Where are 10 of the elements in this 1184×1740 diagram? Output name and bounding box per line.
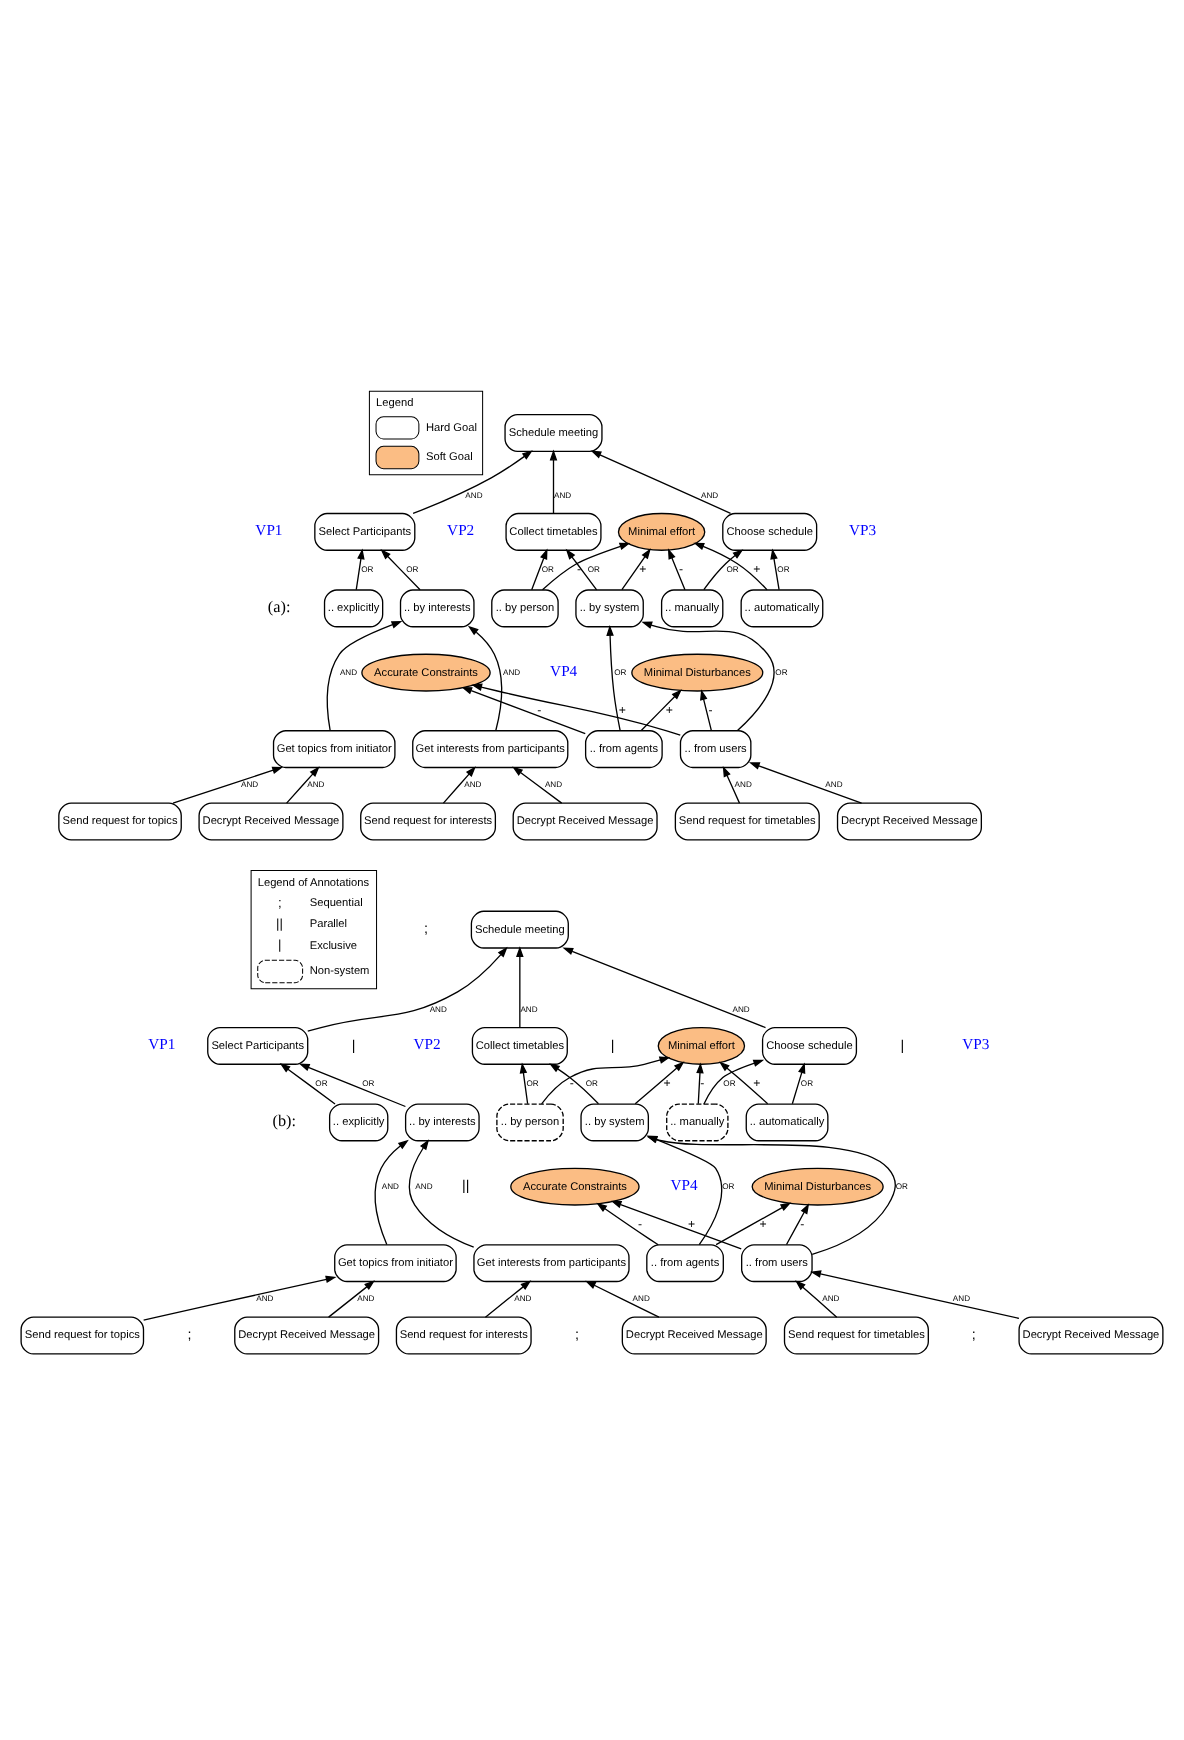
label: VP2: [447, 520, 475, 539]
label: VP4: [670, 1175, 698, 1194]
label: (b):: [272, 1111, 297, 1130]
label: VP3: [848, 520, 877, 539]
label: VP3: [962, 1034, 990, 1053]
label: (a):: [267, 597, 291, 616]
label: VP4: [550, 661, 578, 680]
label: VP1: [148, 1034, 176, 1053]
label: VP2: [413, 1034, 441, 1053]
label: VP1: [255, 520, 283, 539]
